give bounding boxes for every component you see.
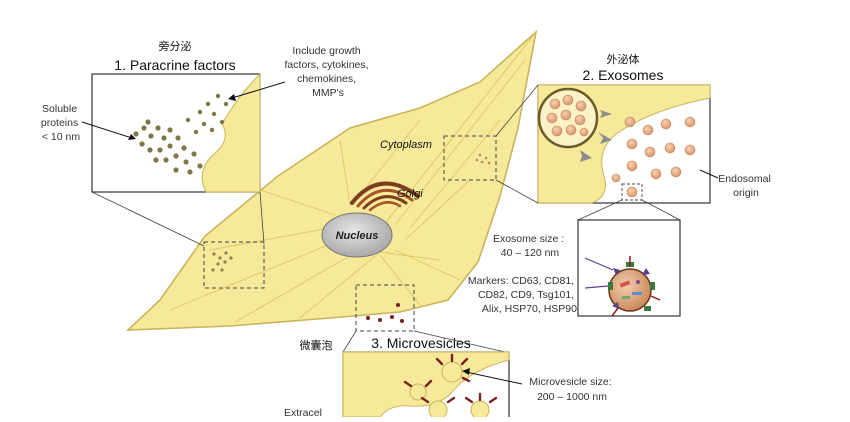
mvb-vesicles	[546, 94, 589, 137]
paracrine-title: 1. Paracrine factors	[114, 57, 235, 73]
zoom-line	[91, 191, 205, 247]
microvesicle-size-arrowhead	[462, 368, 470, 375]
selected-exosome	[626, 186, 638, 198]
paracrine-region-dots	[211, 251, 233, 272]
cytoplasm-label: Cytoplasm	[380, 139, 432, 151]
zoom-line	[641, 199, 681, 221]
microvesicles-cn-label: 微囊泡	[300, 338, 333, 352]
zoom-line	[342, 330, 357, 353]
markers-label: Markers: CD63, CD81, CD82, CD9, Tsg101, …	[468, 275, 577, 315]
exosomes-cn-label: 外泌体	[607, 52, 640, 66]
growth-arrowhead	[228, 94, 236, 101]
nucleus-label: Nucleus	[336, 230, 379, 242]
paracrine-cn-label: 旁分泌	[159, 39, 192, 53]
cytoskeleton-lines	[169, 31, 537, 323]
nucleus	[321, 212, 393, 258]
exosome-size-label: Exosome size : 40 – 120 nm	[493, 233, 567, 259]
exosome-surface-markers	[608, 256, 661, 317]
extracellular-label-partial: Extracel	[284, 407, 322, 417]
zoom-line	[413, 330, 506, 353]
golgi-label: Golgi	[397, 188, 423, 200]
exosome-region-box	[443, 135, 497, 181]
zoom-line	[495, 84, 539, 137]
size-arrow	[584, 257, 614, 271]
paracrine-protein-dots	[133, 93, 229, 175]
single-exosome-box	[621, 183, 643, 201]
soluble-arrow	[81, 121, 133, 139]
paracrine-panel-cell	[201, 72, 261, 193]
zoom-line	[259, 191, 265, 245]
release-arrows	[580, 110, 612, 162]
microvesicle-size-arrow	[465, 371, 523, 385]
zoom-line	[495, 179, 539, 204]
microvesicle-spikes	[403, 353, 498, 404]
microvesicle-region-box	[355, 284, 415, 332]
exosome-cargo	[619, 280, 642, 299]
markers-arrow	[584, 285, 609, 289]
paracrine-region-box	[203, 241, 265, 289]
growth-arrow	[231, 81, 286, 99]
zoom-line	[577, 199, 623, 221]
endosomal-arrow	[699, 169, 719, 179]
microvesicle-region-marks	[366, 303, 404, 323]
golgi-apparatus	[350, 181, 420, 212]
soluble-label: Soluble proteins < 10 nm	[41, 103, 81, 143]
growth-factors-label: Include growth factors, cytokines, chemo…	[285, 45, 372, 99]
microvesicle-size-label: Microvesicle size: 200 – 1000 nm	[529, 376, 614, 403]
released-exosomes	[611, 116, 696, 183]
endosomal-label: Endosomal origin	[718, 173, 773, 199]
microvesicles-title: 3. Microvesicles	[371, 335, 471, 351]
exosome-region-dots	[475, 153, 491, 165]
cell-body	[125, 29, 538, 331]
exosomes-title: 2. Exosomes	[583, 67, 664, 83]
soluble-arrowhead	[128, 134, 136, 140]
